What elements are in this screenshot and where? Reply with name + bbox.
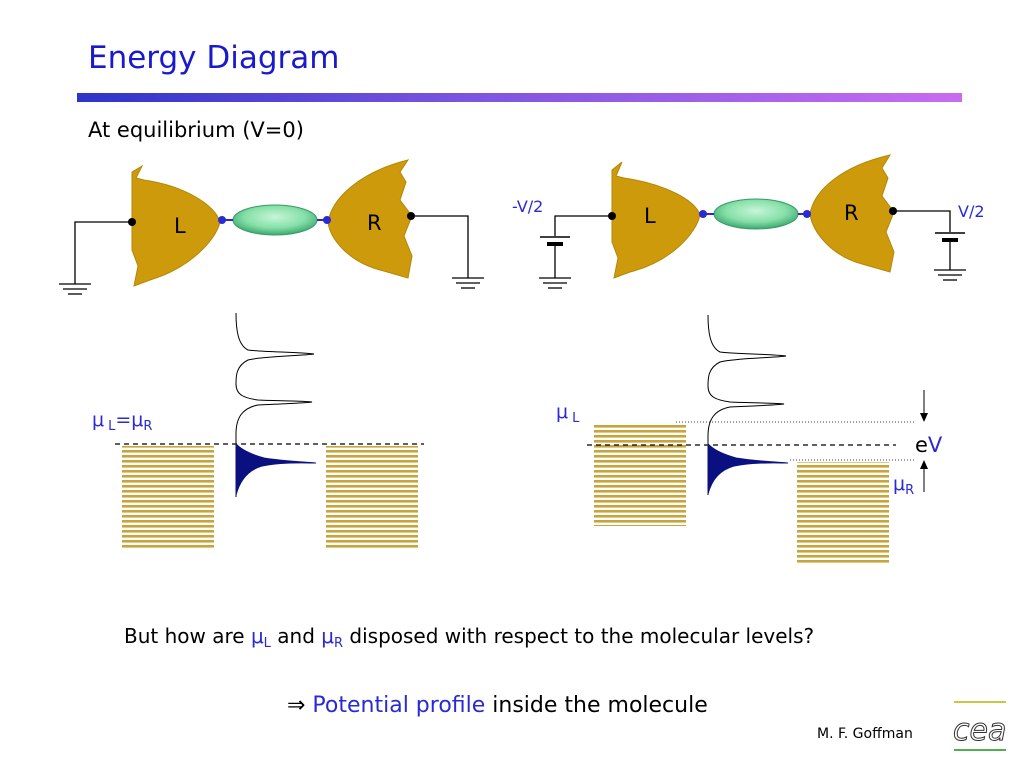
conclusion-part: inside the molecule	[485, 693, 708, 718]
right-lead-shape	[327, 159, 413, 279]
ground-icon	[452, 277, 484, 289]
right-lead-filled-states	[326, 446, 418, 548]
lead-label-right: R	[844, 201, 859, 225]
lead-label-left: L	[174, 214, 186, 238]
left-contact-dot	[218, 216, 226, 224]
subscript-r: R	[334, 636, 344, 651]
subtitle: At equilibrium (V=0)	[88, 118, 304, 142]
wire-right	[893, 210, 951, 232]
circuit-biased: L R -V/2 V/2	[512, 154, 985, 289]
arrow-up-icon	[920, 460, 928, 469]
left-lead-filled-states	[122, 446, 214, 548]
question-part: But how are	[124, 624, 251, 648]
left-contact-dot	[699, 210, 707, 218]
cea-logo: cea	[953, 701, 1007, 751]
circuit-equilibrium: L R	[59, 159, 484, 295]
voltage-label-left: -V/2	[512, 197, 543, 216]
implies-arrow-icon: ⇒	[287, 693, 306, 718]
molecular-dos-curve	[707, 314, 787, 495]
lead-label-left: L	[644, 204, 656, 228]
wire-left	[554, 215, 612, 236]
molecular-dos-curve	[235, 312, 315, 497]
left-lead-filled-states	[594, 424, 686, 526]
title-underline-bar	[77, 93, 962, 102]
ground-icon	[539, 277, 571, 289]
question-text: But how are μL and μR disposed with resp…	[124, 624, 814, 651]
mu-r-label: μR	[893, 473, 914, 498]
wire-right	[411, 215, 469, 278]
battery-icon	[935, 232, 965, 242]
right-contact-dot	[803, 210, 811, 218]
battery-icon	[540, 236, 570, 246]
potential-profile-highlight: Potential profile	[305, 693, 486, 718]
molecule-shape	[713, 198, 799, 230]
ev-label: eV	[915, 433, 943, 457]
conclusion-text: ⇒ Potential profile inside the molecule	[287, 693, 708, 718]
right-lead-shape	[809, 154, 895, 273]
lead-label-right: R	[367, 211, 382, 235]
ground-icon	[59, 283, 91, 295]
right-contact-dot	[323, 216, 331, 224]
question-part: and	[270, 624, 322, 648]
occupied-dos-fill	[235, 442, 317, 496]
mu-symbol: μ	[250, 624, 264, 648]
logo-lettering: cea	[953, 713, 1006, 748]
molecule-shape	[232, 204, 318, 236]
arrow-down-icon	[920, 413, 928, 422]
occupied-dos-fill	[707, 442, 789, 495]
right-lead-filled-states	[797, 462, 889, 564]
author-name: M. F. Goffman	[817, 726, 913, 742]
slide-title: Energy Diagram	[88, 40, 340, 76]
mu-symbol: μ	[321, 624, 334, 648]
question-part: disposed with respect to the molecular l…	[343, 624, 815, 648]
wire-left	[74, 221, 132, 284]
ground-icon	[934, 269, 966, 281]
voltage-label-right: V/2	[958, 202, 985, 221]
left-lead-shape	[611, 161, 701, 279]
subscript-l: L	[263, 636, 271, 651]
